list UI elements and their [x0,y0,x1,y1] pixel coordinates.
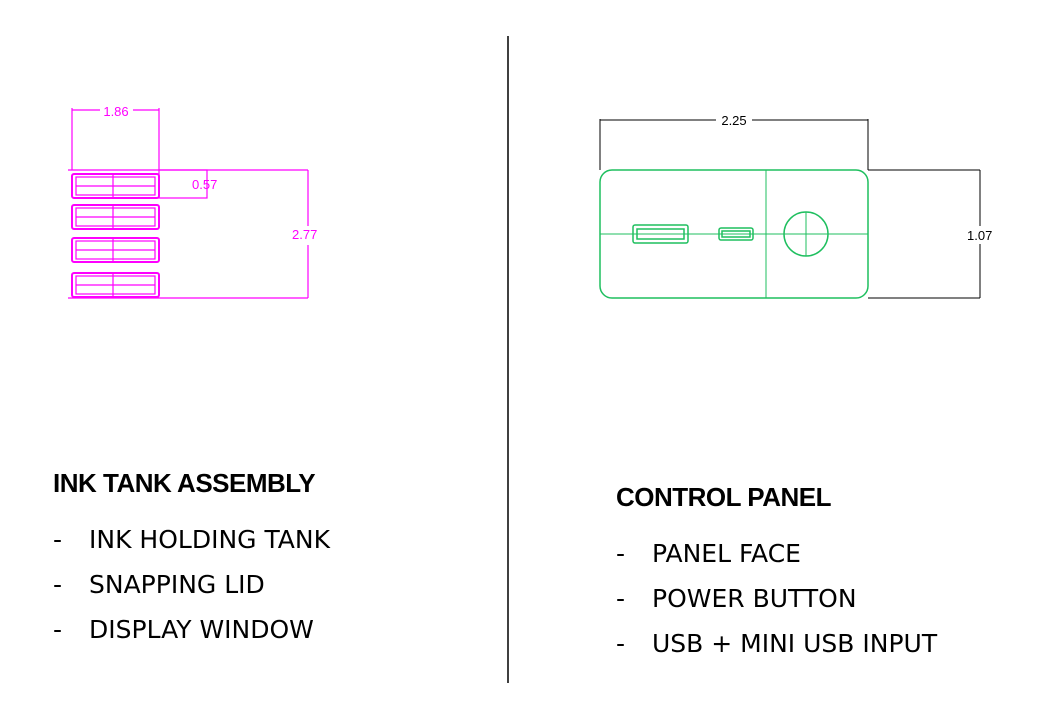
ink-tank-drawing [68,108,309,299]
ink-tank-width-label: 1.86 [103,104,128,119]
control-panel-items: - PANEL FACE - POWER BUTTON - USB + MINI… [616,531,937,666]
tank-segment-2 [71,204,160,230]
control-panel-height-label: 1.07 [967,228,992,243]
list-item: - SNAPPING LID [53,570,265,599]
ink-tank-height-label: 2.77 [292,227,317,242]
ink-tank-title: INK TANK ASSEMBLY [53,468,316,498]
list-item: - POWER BUTTON [616,584,857,613]
usb-port [632,224,689,244]
mini-usb-port [718,227,754,241]
control-panel-title: CONTROL PANEL [616,482,831,512]
control-panel-drawing [599,119,981,299]
control-panel-width-label: 2.25 [721,113,746,128]
tank-segment-3 [71,237,160,263]
ink-tank-items: - INK HOLDING TANK - SNAPPING LID - DISP… [53,517,330,652]
ink-tank-lid-label: 0.57 [192,177,217,192]
list-item: - INK HOLDING TANK [53,525,330,554]
tank-segment-1 [71,173,160,199]
list-item: - USB + MINI USB INPUT [616,629,938,658]
list-item: - PANEL FACE [616,539,801,568]
list-item: - DISPLAY WINDOW [53,615,314,644]
tank-segment-4 [71,272,160,298]
